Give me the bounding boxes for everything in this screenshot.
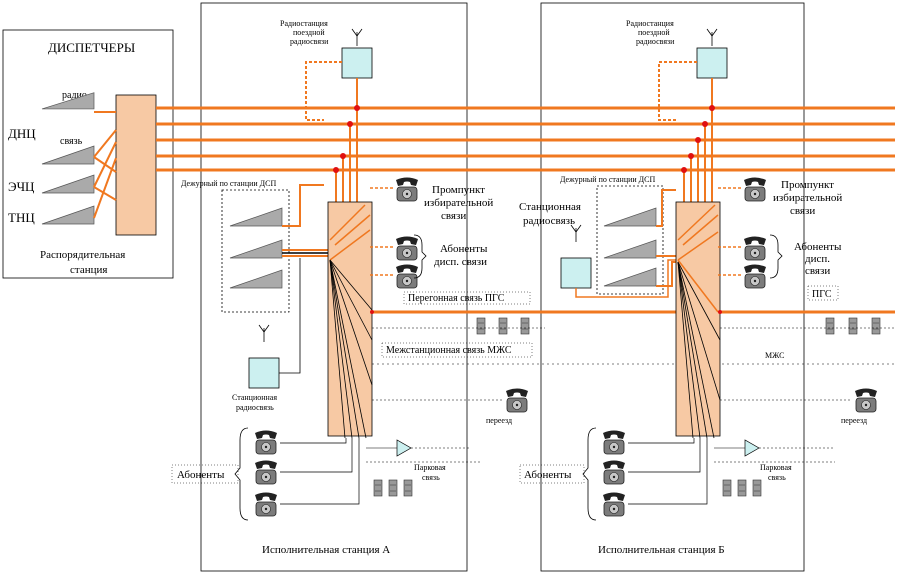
station-label-2: станция: [70, 264, 107, 276]
link-label: связь: [60, 136, 83, 147]
station-b-abon-phone-1: [743, 236, 767, 261]
dispatch-switch-panel: [115, 94, 157, 236]
station-b-prompt-3: связи: [790, 205, 815, 217]
station-b-prompt-2: избирательной: [773, 192, 842, 204]
station-b-sub-phone-3: [602, 492, 626, 517]
station-b-sub-phone-1: [602, 430, 626, 455]
station-a-abon-1: Абоненты: [440, 243, 488, 255]
station-a-crossing-phone: [505, 388, 529, 413]
station-b-st-radio-antenna: [570, 224, 582, 243]
station-a-radio-label-3: радиосвязи: [290, 37, 329, 46]
station-b-duty-title: Дежурный по станции ДСП: [560, 175, 655, 184]
station-b-crossing-phone: [854, 388, 878, 413]
station-b-subscribers: Абоненты: [524, 469, 572, 481]
station-a-prompt-phone: [395, 177, 419, 202]
station-a-st-radio-2: радиосвязь: [236, 403, 274, 412]
station-b-pgs-relay-2: [848, 317, 858, 335]
station-b-mzhs-label: МЖС: [765, 351, 784, 360]
station-a-abon-phone-1: [395, 236, 419, 261]
station-b-pgs-label: ПГС: [812, 289, 832, 300]
station-b-abon-1: Абоненты: [794, 241, 842, 253]
station-b-st-radio-box: [560, 257, 592, 289]
station-a-park-2: связь: [422, 473, 440, 482]
station-b-radio-label-1: Радиостанция: [626, 19, 674, 28]
station-a: Радиостанция поездной радиосвязи Дежурны…: [171, 19, 895, 556]
station-b-st-radio-2: радиосвязь: [523, 215, 575, 227]
station-b-park-relay-3: [752, 479, 762, 497]
station-label-1: Распорядительная: [40, 249, 125, 261]
station-b-radio-label-2: поездной: [638, 28, 670, 37]
station-b-pgs-relay-1: [825, 317, 835, 335]
station-b-sub-phone-2: [602, 460, 626, 485]
station-b-prompt-phone: [743, 177, 767, 202]
station-b-prompt-1: Промпункт: [781, 179, 834, 191]
station-a-pgs-relay-1: [476, 317, 486, 335]
station-a-park-relay-2: [388, 479, 398, 497]
station-a-train-radio: [341, 47, 373, 79]
station-a-sub-phone-1: [254, 430, 278, 455]
dispatchers-title: ДИСПЕТЧЕРЫ: [48, 40, 135, 55]
dnc-link-console: [41, 145, 95, 165]
station-a-sub-phone-3: [254, 492, 278, 517]
station-b-radio-label-3: радиосвязи: [636, 37, 675, 46]
station-a-radio-label-1: Радиостанция: [280, 19, 328, 28]
station-b-abon-phone-2: [743, 264, 767, 289]
station-b-park-relay-2: [737, 479, 747, 497]
station-a-park-1: Парковая: [414, 463, 446, 472]
station-b-pgs-relay-3: [871, 317, 881, 335]
station-a-pgs-label: Перегонная связь ПГС: [408, 293, 505, 304]
station-a-frame: [200, 2, 468, 572]
station-a-radio-antenna: [351, 28, 363, 47]
station-a-prompt-3: связи: [441, 210, 466, 222]
station-a-st-radio-box: [248, 357, 280, 389]
station-b-caption: Исполнительная станция Б: [598, 544, 725, 556]
station-b-st-radio-1: Станционная: [519, 201, 581, 213]
tnc-console: [41, 205, 95, 225]
radio-label: радио: [62, 90, 87, 101]
station-b: Радиостанция поездной радиосвязи Дежурны…: [519, 19, 895, 556]
station-b-radio-antenna: [706, 28, 718, 47]
station-b-park-2: связь: [768, 473, 786, 482]
station-a-abon-2: дисп. связи: [434, 256, 487, 268]
station-b-park-relay-1: [722, 479, 732, 497]
station-a-subscribers: Абоненты: [177, 469, 225, 481]
station-b-park-1: Парковая: [760, 463, 792, 472]
station-a-pgs-relay-2: [498, 317, 508, 335]
station-a-amplifier: [396, 439, 412, 457]
station-b-frame: [540, 2, 805, 572]
station-a-radio-label-2: поездной: [293, 28, 325, 37]
station-b-crossing-label: переезд: [841, 416, 867, 425]
station-a-mzhs-label: Межстанционная связь МЖС: [386, 345, 512, 356]
station-a-caption: Исполнительная станция А: [262, 544, 390, 556]
ech-console: [41, 174, 95, 194]
station-a-prompt-2: избирательной: [424, 197, 493, 209]
station-a-prompt-1: Промпункт: [432, 184, 485, 196]
trunk-lines: [156, 106, 895, 314]
station-b-abon-2: дисп.: [805, 253, 830, 265]
tnc-label: ТНЦ: [8, 210, 35, 225]
station-a-sub-phone-2: [254, 460, 278, 485]
dispatchers-box: [2, 29, 174, 279]
ech-label: ЭЧЦ: [8, 179, 35, 194]
station-b-abon-3: связи: [805, 265, 830, 277]
station-a-duty-title: Дежурный по станции ДСП: [181, 179, 276, 188]
station-a-park-relay-3: [403, 479, 413, 497]
station-a-crossing-label: переезд: [486, 416, 512, 425]
station-a-st-radio-1: Станционная: [232, 393, 277, 402]
station-a-abon-phone-2: [395, 264, 419, 289]
station-a-st-radio-antenna: [258, 324, 270, 343]
station-b-amplifier: [744, 439, 760, 457]
station-a-park-relay-1: [373, 479, 383, 497]
station-b-switch-panel: [675, 201, 721, 437]
station-b-dsp-console: [596, 185, 664, 295]
dnc-label: ДНЦ: [8, 126, 36, 141]
station-a-pgs-relay-3: [520, 317, 530, 335]
station-b-train-radio: [696, 47, 728, 79]
